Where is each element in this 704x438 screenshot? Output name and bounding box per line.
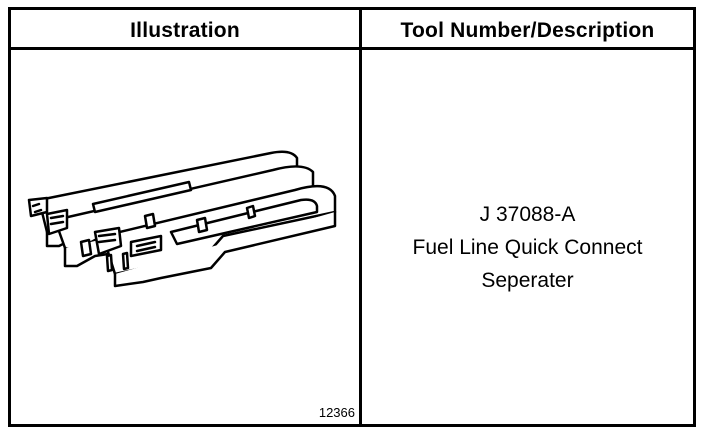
- tool-column-header: Tool Number/Description: [400, 19, 655, 42]
- illustration-column-header: Illustration: [130, 19, 240, 42]
- tool-description-line-2: Seperater: [481, 269, 574, 292]
- tool-table: Illustration Tool Number/Description: [8, 7, 696, 427]
- tool-description: J 37088-A Fuel Line Quick Connect Sepera…: [362, 198, 693, 297]
- illustration-cell: 12366: [11, 50, 359, 424]
- tool-number: J 37088-A: [479, 203, 576, 226]
- figure-number: 12366: [318, 405, 355, 420]
- table-header-row: Illustration Tool Number/Description: [11, 10, 693, 50]
- column-divider: [359, 10, 362, 424]
- tool-description-cell: J 37088-A Fuel Line Quick Connect Sepera…: [362, 50, 693, 424]
- tool-description-line-1: Fuel Line Quick Connect: [412, 236, 643, 259]
- fuel-line-tool-illustration-icon: [27, 150, 337, 288]
